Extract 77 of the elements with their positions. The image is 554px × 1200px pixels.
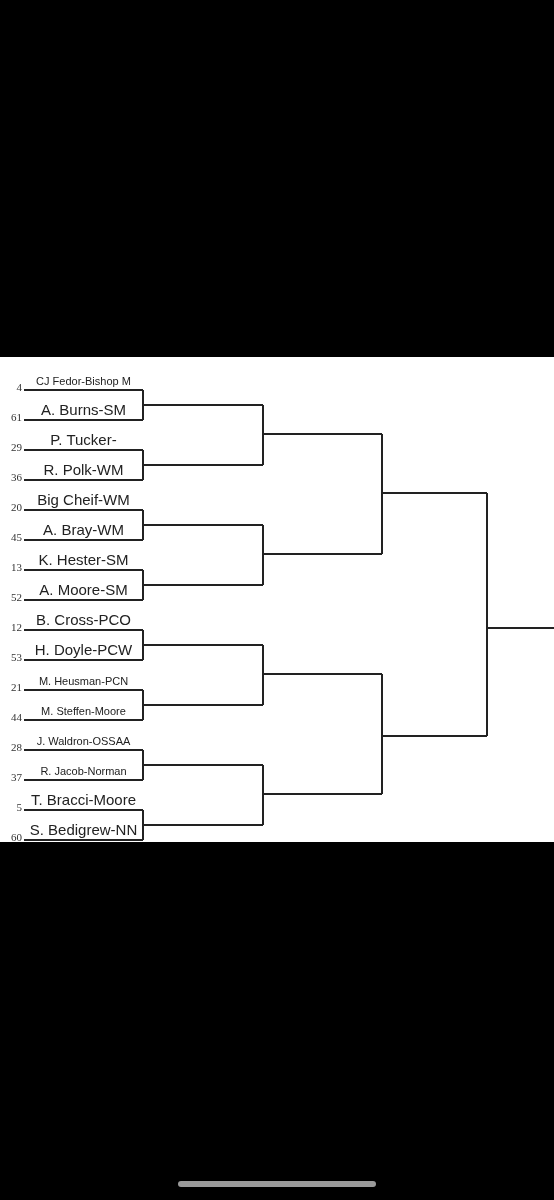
seed-number: 13 [11,562,22,573]
bracket-line [262,553,264,586]
bracket-line [262,764,264,795]
bracket-slot-line [143,704,263,706]
seed-number: 12 [11,622,22,633]
entrant-name: R. Polk-WM [43,462,124,477]
bracket-slot-line [143,404,263,406]
entrant-name: CJ Fedor-Bishop M [36,376,131,387]
entrant-name: K. Hester-SM [38,552,129,567]
seed-number: 4 [16,382,22,393]
bracket-slot-line [143,644,263,646]
bracket-slot-line [263,673,382,675]
bracket-slot-line [143,764,263,766]
bracket-line [142,449,144,466]
bracket-line [142,464,144,481]
entrant-name: B. Cross-PCO [36,612,131,627]
entrant-name: M. Steffen-Moore [41,706,126,717]
entrant-name: J. Waldron-OSSAA [36,736,131,747]
bracket-line [486,627,488,737]
seed-number: 52 [11,592,22,603]
bracket-line [142,824,144,841]
entrant-name: P. Tucker- [50,432,117,447]
seed-number: 28 [11,742,22,753]
entrant-name: S. Bedigrew-NN [29,822,138,837]
bracket-slot-line [382,492,487,494]
bracket-slot-line [143,524,263,526]
seed-number: 21 [11,682,22,693]
bracket-line [142,569,144,586]
bracket-line [142,584,144,601]
bracket-line [142,749,144,766]
bracket-line [142,809,144,826]
bracket-line [142,689,144,706]
bracket-slot-line [263,433,382,435]
bracket-slot-line [263,793,382,795]
bracket-slot-line [143,464,263,466]
bracket-line [142,389,144,406]
seed-number: 37 [11,772,22,783]
seed-number: 61 [11,412,22,423]
bracket-line [381,673,383,737]
bracket-line [142,404,144,421]
bracket-line [381,492,383,555]
bracket-line [262,644,264,675]
seed-number: 44 [11,712,22,723]
entrant-name: A. Bray-WM [43,522,124,537]
bracket-line [486,492,488,629]
bracket-line [142,629,144,646]
bracket-slot-line [487,627,554,629]
entrant-name: H. Doyle-PCW [34,642,133,657]
bracket-line [142,524,144,541]
bracket-slot-line [382,735,487,737]
entrant-name: T. Bracci-Moore [31,792,136,807]
bracket-line [381,433,383,494]
entrant-name: A. Moore-SM [39,582,128,597]
seed-number: 36 [11,472,22,483]
bracket-line [142,704,144,721]
seed-number: 5 [16,802,22,813]
seed-number: 20 [11,502,22,513]
bracket-line [262,433,264,466]
entrant-name: R. Jacob-Norman [40,766,127,777]
bracket-line [142,644,144,661]
seed-number: 29 [11,442,22,453]
bracket-line [262,524,264,555]
seed-number: 53 [11,652,22,663]
bracket-line [262,404,264,435]
bracket-line [262,793,264,826]
entrant-name: A. Burns-SM [41,402,126,417]
bracket-line [262,673,264,706]
bracket-slot-line [263,553,382,555]
entrant-name: M. Heusman-PCN [38,676,129,687]
bracket-slot-line [143,584,263,586]
entrant-name: Big Cheif-WM [37,492,130,507]
bracket-line [142,509,144,526]
bracket-slot-line [143,824,263,826]
bracket-line [381,735,383,795]
bracket-line [142,764,144,781]
seed-number: 45 [11,532,22,543]
seed-number: 60 [11,832,22,843]
